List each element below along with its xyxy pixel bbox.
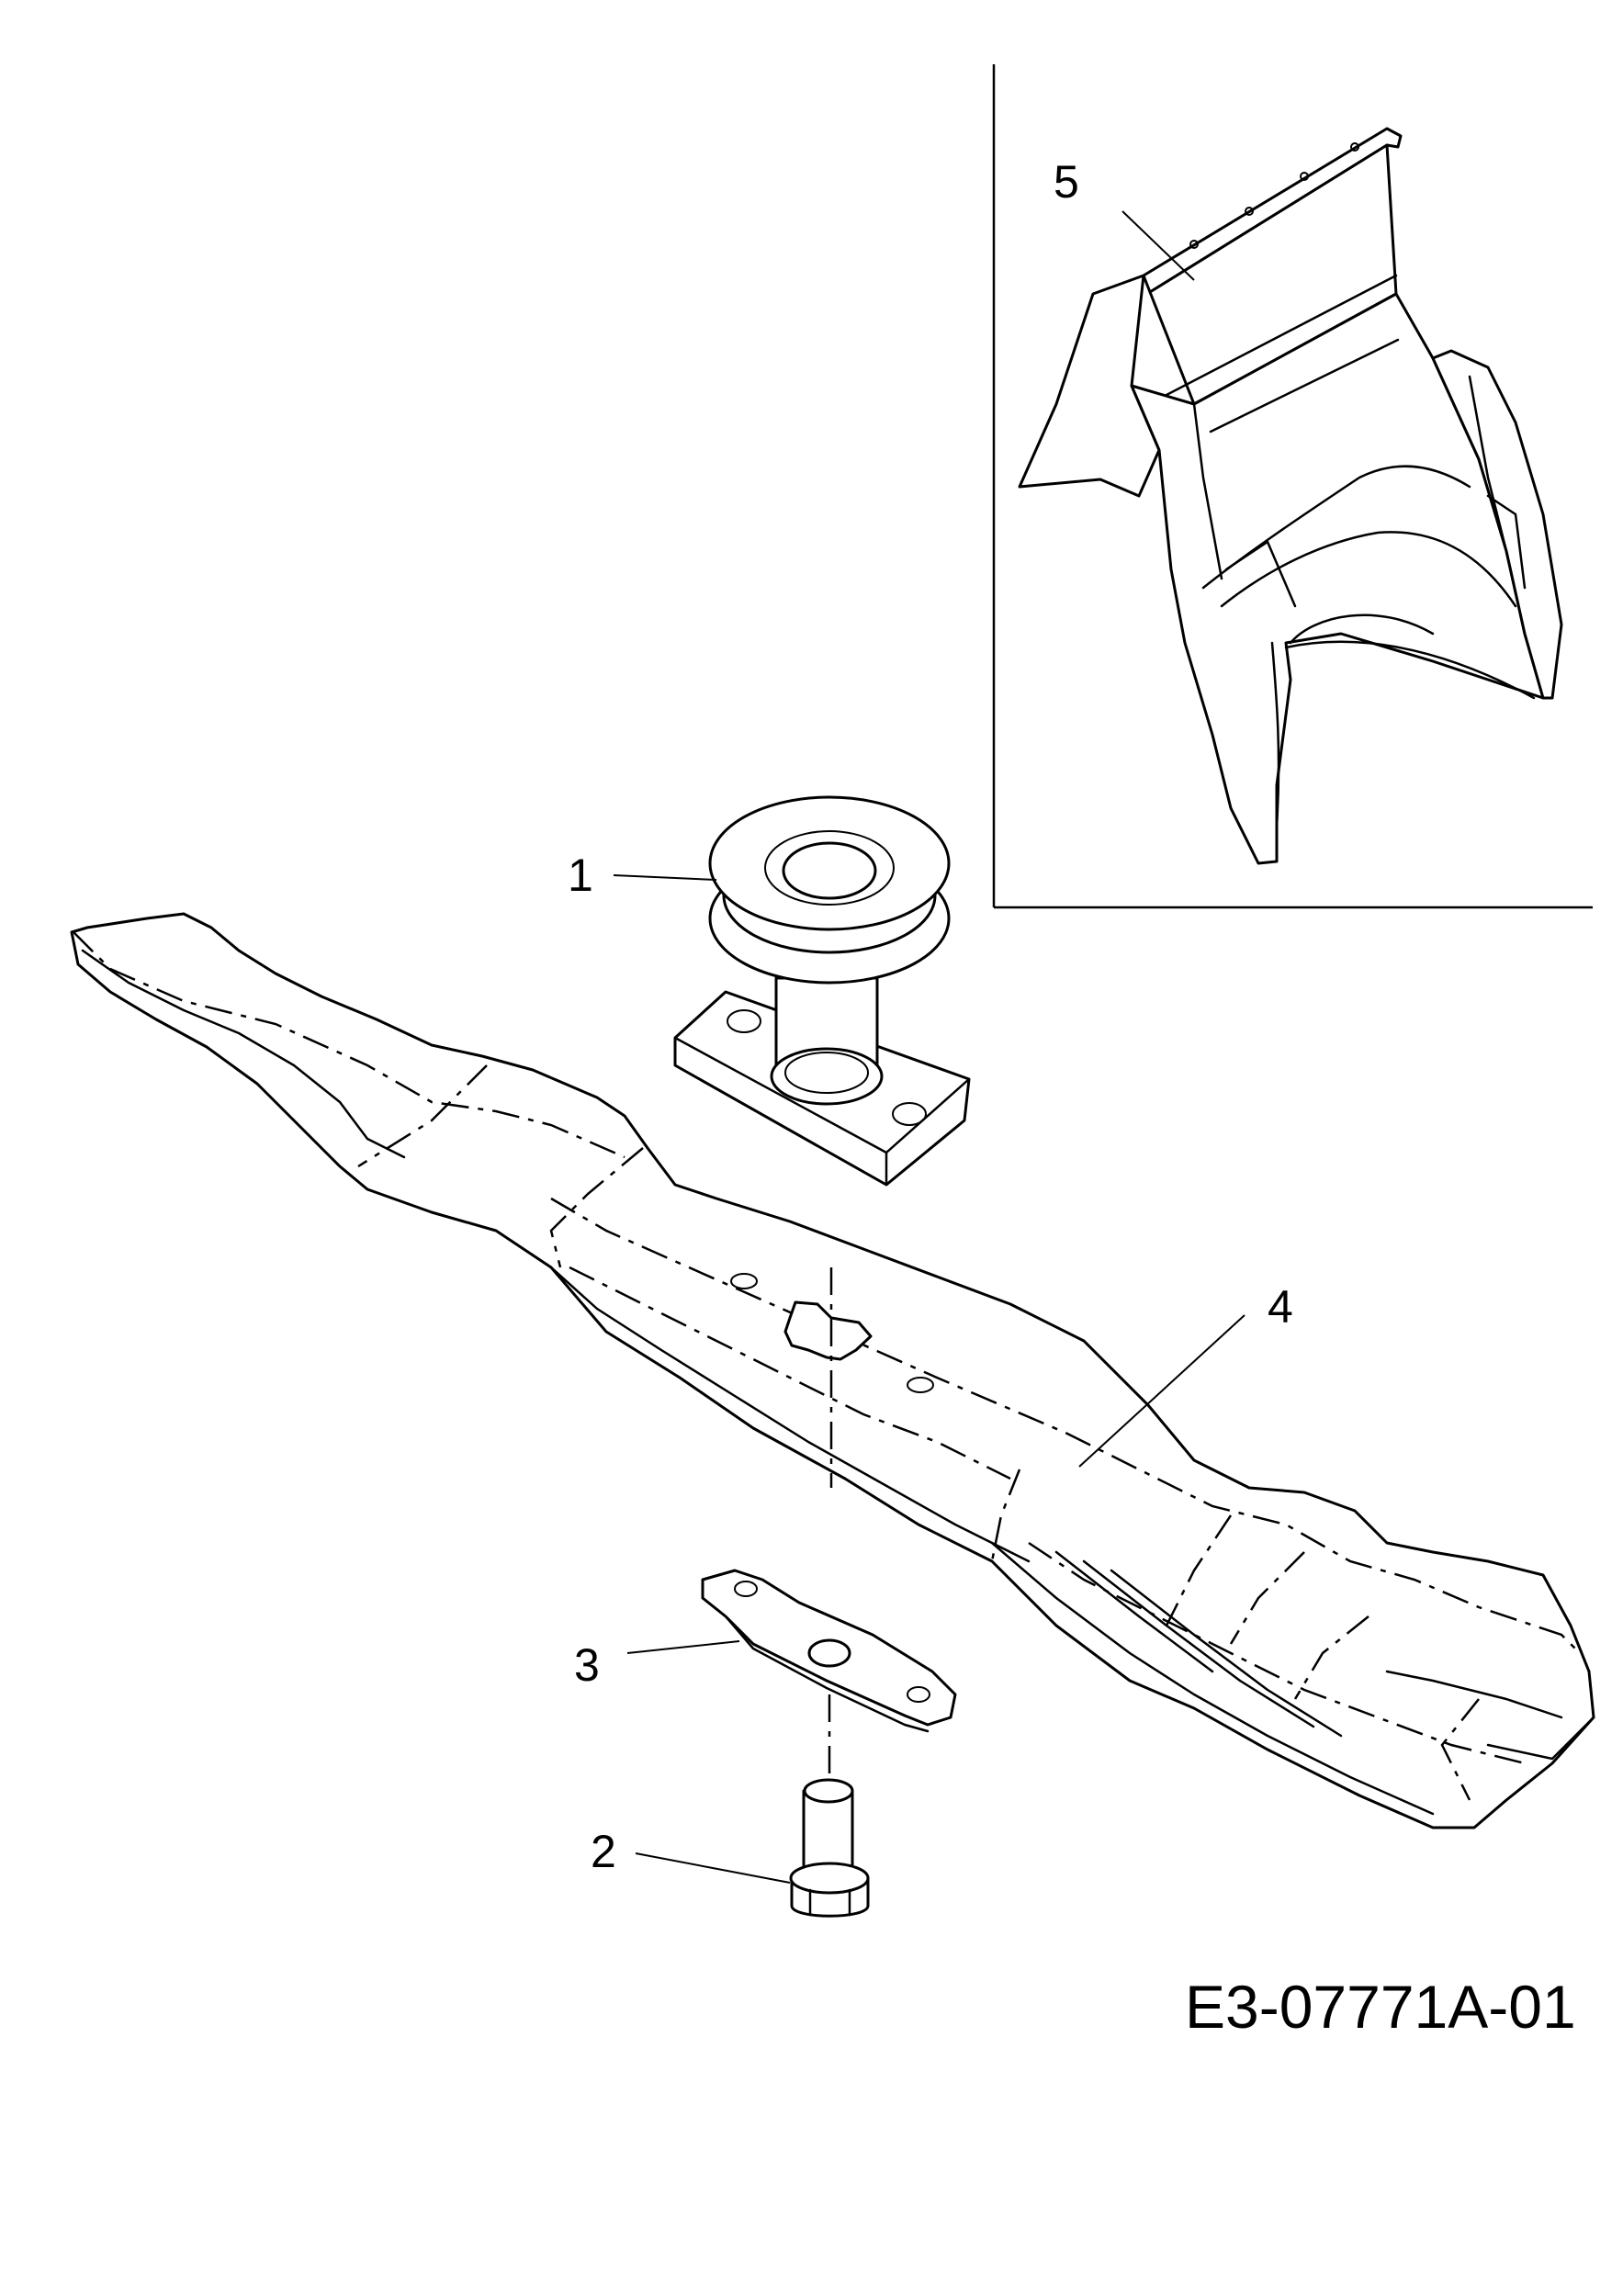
callout-2: 2: [591, 1826, 616, 1877]
callout-4: 4: [1268, 1281, 1293, 1333]
part-3-bracket: [701, 1569, 957, 1786]
part-1-pulley: [673, 795, 971, 1187]
drawing-code: E3-07771A-01: [1185, 1973, 1576, 2041]
part-5-deflector: [1018, 127, 1563, 865]
part-2-bolt: [789, 1778, 870, 1918]
callout-3: 3: [574, 1639, 600, 1691]
leader-lines: [613, 210, 1245, 1884]
callout-1: 1: [568, 850, 593, 901]
inset-frame: [992, 64, 1593, 909]
callout-5: 5: [1054, 156, 1079, 208]
part-4-blade: [70, 912, 1595, 1829]
